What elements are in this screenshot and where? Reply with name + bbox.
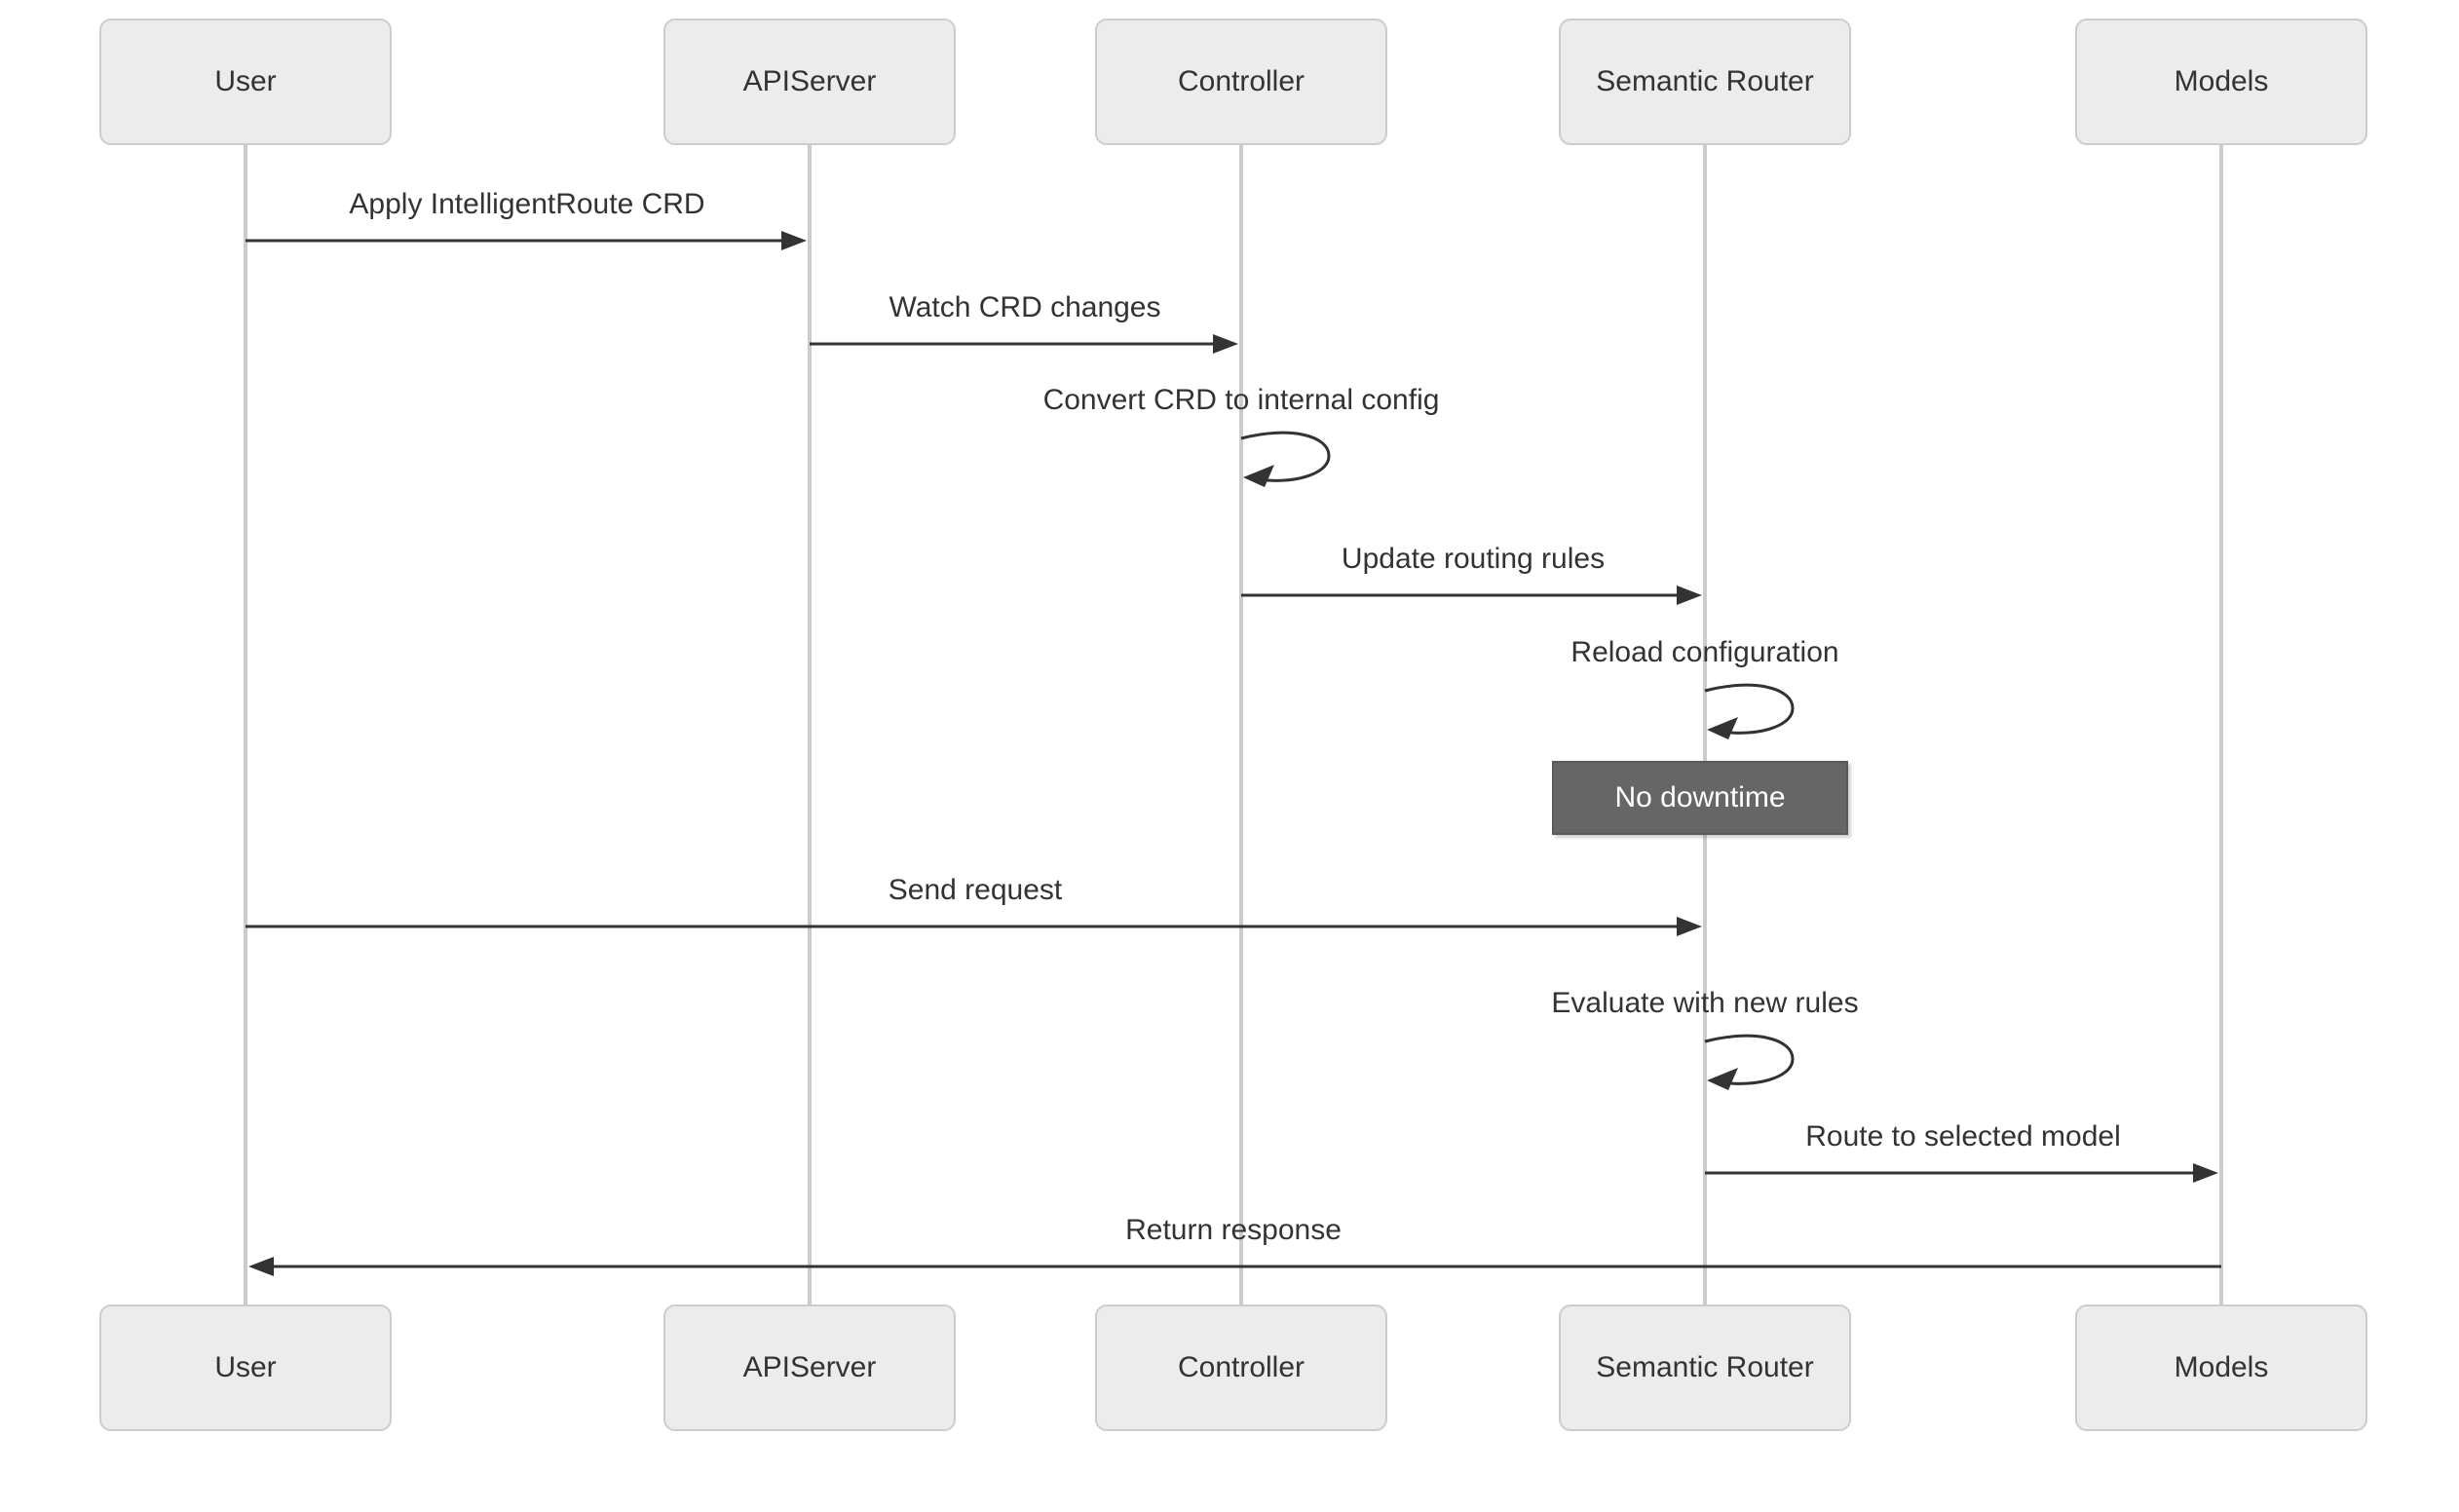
arrow-send-request <box>246 917 1702 936</box>
lifeline-semantic-router <box>1703 145 1707 1304</box>
actor-label-semantic-router: Semantic Router <box>1596 65 1814 97</box>
arrow-return-response <box>248 1257 2221 1276</box>
message-label-route-to-selected-model: Route to selected model <box>1805 1120 2121 1153</box>
actor-label-models-bottom: Models <box>2174 1351 2269 1383</box>
actor-label-controller-bottom: Controller <box>1177 1351 1305 1383</box>
actor-box-user-top: User <box>99 19 392 145</box>
actor-label-user-bottom: User <box>214 1351 277 1383</box>
actor-box-models-top: Models <box>2075 19 2367 145</box>
actor-label-controller: Controller <box>1177 65 1305 97</box>
message-label-reload-configuration: Reload configuration <box>1570 636 1839 668</box>
actor-box-controller-top: Controller <box>1095 19 1387 145</box>
actor-box-controller-bottom: Controller <box>1095 1304 1387 1431</box>
arrow-update-routing-rules <box>1241 586 1702 605</box>
actor-label-apiserver: APIServer <box>742 65 877 97</box>
lifeline-user <box>244 145 247 1304</box>
message-label-evaluate-with-new-rules: Evaluate with new rules <box>1551 987 1859 1019</box>
arrow-apply-intelligentroute-crd <box>246 231 807 250</box>
actor-label-models: Models <box>2174 65 2269 97</box>
arrow-route-to-selected-model <box>1705 1163 2218 1183</box>
self-loop-reload-configuration <box>1704 683 1795 739</box>
actor-box-user-bottom: User <box>99 1304 392 1431</box>
message-label-apply-intelligentroute-crd: Apply IntelligentRoute CRD <box>349 188 705 220</box>
message-label-watch-crd-changes: Watch CRD changes <box>889 291 1161 323</box>
self-loop-evaluate-with-new-rules <box>1704 1034 1795 1090</box>
message-label-convert-crd: Convert CRD to internal config <box>1042 384 1440 416</box>
lifeline-apiserver <box>808 145 812 1304</box>
note-no-downtime: No downtime <box>1552 761 1848 835</box>
message-label-update-routing-rules: Update routing rules <box>1341 543 1606 575</box>
actor-box-apiserver-top: APIServer <box>663 19 956 145</box>
actor-box-semantic-router-bottom: Semantic Router <box>1559 1304 1851 1431</box>
arrow-watch-crd-changes <box>810 334 1238 354</box>
actor-label-semantic-router-bottom: Semantic Router <box>1596 1351 1814 1383</box>
message-label-send-request: Send request <box>888 874 1063 906</box>
actor-box-semantic-router-top: Semantic Router <box>1559 19 1851 145</box>
actor-label-apiserver-bottom: APIServer <box>742 1351 877 1383</box>
lifeline-models <box>2219 145 2223 1304</box>
self-loop-convert-crd <box>1240 431 1331 487</box>
message-label-return-response: Return response <box>1125 1214 1342 1246</box>
actor-box-models-bottom: Models <box>2075 1304 2367 1431</box>
lifeline-controller <box>1239 145 1243 1304</box>
actor-box-apiserver-bottom: APIServer <box>663 1304 956 1431</box>
actor-label-user: User <box>214 65 277 97</box>
